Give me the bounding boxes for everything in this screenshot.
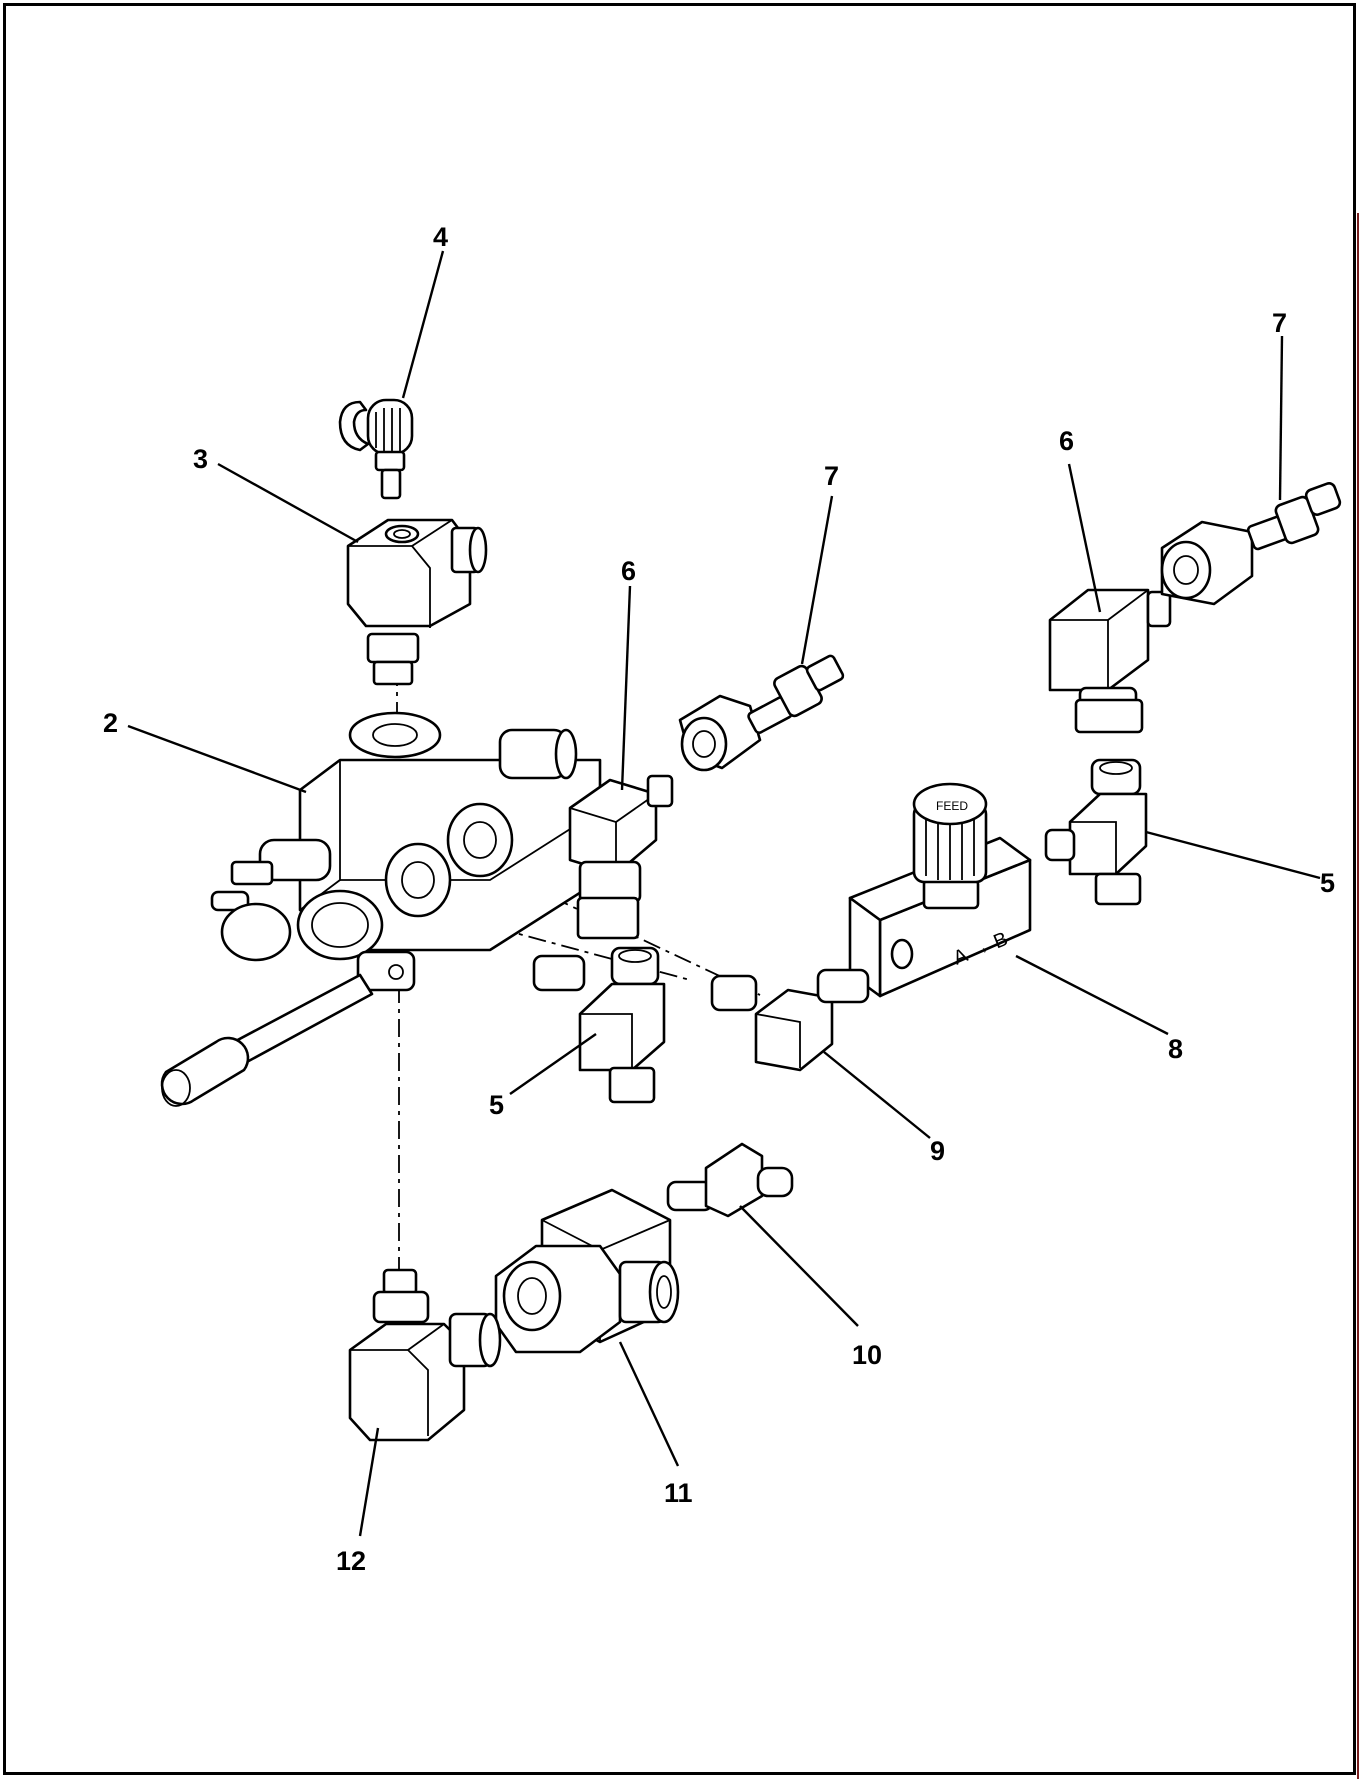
part-5-tee-center [532, 946, 666, 1104]
callout-4: 4 [433, 222, 448, 252]
part-4-bleeder-cap [338, 398, 414, 500]
callout-3: 3 [193, 444, 208, 474]
callout-5-right: 5 [1320, 868, 1335, 898]
part-2-valve-body [160, 711, 602, 1107]
callout-9: 9 [930, 1136, 945, 1166]
part-7-tube-nut-left [678, 654, 845, 772]
part-8-flow-control-valve: A → B FEED [848, 782, 1032, 998]
leader-lines [127, 250, 1321, 1537]
callout-8: 8 [1168, 1034, 1183, 1064]
part-9-elbow [710, 968, 870, 1072]
callout-6-right: 6 [1059, 426, 1074, 456]
part-12-swivel-elbow [348, 1268, 502, 1442]
knob-label: FEED [936, 799, 968, 813]
callout-labels: 4 3 2 6 7 6 7 5 5 8 9 10 11 12 [103, 222, 1335, 1576]
page-edge-mark [1357, 213, 1359, 1779]
callout-6-left: 6 [621, 556, 636, 586]
callout-5-center: 5 [489, 1090, 504, 1120]
part-6-elbow-right [1048, 588, 1172, 734]
part-5-tee-right [1044, 758, 1148, 906]
part-3-tee-fitting [346, 518, 488, 686]
part-10-elbow-small [666, 1142, 794, 1218]
callout-7-left: 7 [824, 461, 839, 491]
callout-12: 12 [336, 1546, 366, 1576]
callout-2: 2 [103, 708, 118, 738]
callout-11: 11 [664, 1478, 693, 1508]
part-7-tube-nut-right [1160, 482, 1342, 606]
callout-7-right: 7 [1272, 308, 1287, 338]
part-11-elbow-large [494, 1188, 680, 1354]
callout-10: 10 [852, 1340, 882, 1370]
part-6-elbow-left [568, 774, 674, 940]
